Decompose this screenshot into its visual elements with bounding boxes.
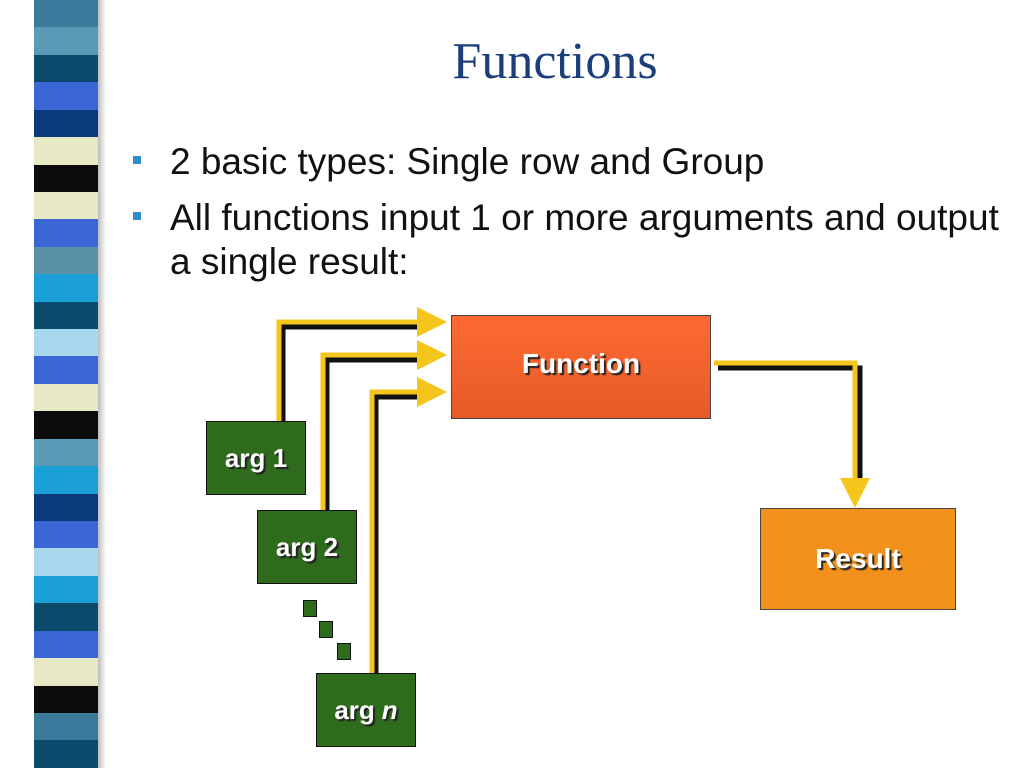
stripe-segment <box>34 0 98 28</box>
arg1-arrow <box>276 307 447 422</box>
stripe-segment <box>34 54 98 83</box>
arg-1-box: arg 1 <box>206 421 306 495</box>
stripe-segment <box>34 329 98 357</box>
arg2-arrow <box>320 340 447 511</box>
ellipsis-dot <box>319 621 333 638</box>
bullet-text: 2 basic types: Single row and Group <box>170 141 765 182</box>
bullet-text: All functions input 1 or more arguments … <box>170 197 999 282</box>
arg-n-suffix: n <box>381 694 398 725</box>
stripe-segment <box>34 493 98 522</box>
stripe-segment <box>34 438 98 467</box>
argn-arrow <box>369 377 447 674</box>
stripe-segment <box>34 685 98 713</box>
ellipsis-dot <box>337 643 351 660</box>
stripe-segment <box>34 658 98 686</box>
stripe-segment <box>34 164 98 192</box>
arg-2-box: arg 2 <box>257 510 357 584</box>
stripe-segment <box>34 219 98 247</box>
stripe-segment <box>34 383 98 412</box>
stripe-segment <box>34 521 98 549</box>
stripe-segment <box>34 27 98 55</box>
arg-n-prefix: arg <box>334 694 375 725</box>
stripe-segment <box>34 466 98 494</box>
decorative-stripe-bar <box>34 0 98 768</box>
stripe-segment <box>34 301 98 330</box>
stripe-segment <box>34 603 98 631</box>
stripe-segment <box>34 630 98 659</box>
stripe-segment <box>34 548 98 576</box>
stripe-segment <box>34 740 98 768</box>
stripe-segment <box>34 137 98 165</box>
stripe-segment <box>34 109 98 138</box>
square-bullet-icon <box>133 156 141 164</box>
stripe-segment <box>34 274 98 302</box>
result-arrow <box>714 360 870 508</box>
stripe-segment <box>34 356 98 384</box>
result-box: Result <box>760 508 956 610</box>
bullet-list: 2 basic types: Single row and Group All … <box>130 140 1010 296</box>
bullet-item: All functions input 1 or more arguments … <box>130 196 1010 283</box>
slide-title: Functions <box>452 33 658 90</box>
stripe-segment <box>34 411 98 439</box>
square-bullet-icon <box>133 212 141 221</box>
stripe-segment <box>34 712 98 741</box>
stripe-bar-shadow <box>98 0 106 768</box>
stripe-segment <box>34 82 98 110</box>
stripe-segment <box>34 575 98 604</box>
ellipsis-dot <box>303 600 317 617</box>
bullet-item: 2 basic types: Single row and Group <box>130 140 1010 183</box>
stripe-segment <box>34 191 98 220</box>
stripe-segment <box>34 246 98 275</box>
function-box: Function <box>451 315 711 419</box>
